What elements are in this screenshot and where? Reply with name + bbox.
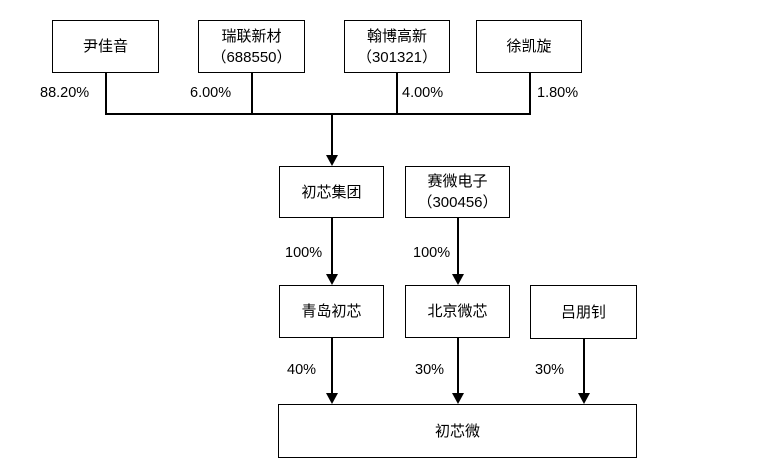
node-label: 初芯微 bbox=[434, 422, 480, 440]
node-label: 青岛初芯 bbox=[301, 303, 362, 320]
arrowhead-icon bbox=[577, 393, 590, 404]
node-ruilian-xincai: 瑞联新材 （688550） bbox=[198, 20, 305, 73]
node-label: 赛微电子 bbox=[427, 173, 488, 190]
connector-ruilian-xincai-stub bbox=[251, 73, 253, 113]
arrowhead-icon bbox=[451, 274, 464, 285]
node-hanbo-gaoxin: 翰博高新 （301321） bbox=[344, 20, 450, 73]
ownership-label-chuxin-group: 100% bbox=[285, 245, 323, 261]
node-stock-code: （688550） bbox=[211, 48, 292, 66]
arrowhead-icon bbox=[451, 393, 464, 404]
connector-bus-to-chuxin-group bbox=[331, 113, 333, 158]
node-label: 尹佳音 bbox=[82, 38, 128, 55]
ownership-label-saiwei-electronics: 100% bbox=[413, 245, 451, 261]
connector-xu-kai-xuan-stub bbox=[529, 73, 531, 113]
node-label: 翰博高新 bbox=[366, 27, 427, 45]
node-label: 瑞联新材 bbox=[221, 27, 282, 45]
ownership-label-ruilian-xincai: 6.00% bbox=[190, 85, 232, 101]
ownership-label-yin-jia-yin: 88.20% bbox=[40, 85, 90, 101]
node-yin-jia-yin: 尹佳音 bbox=[52, 20, 159, 73]
connector-hanbo-gaoxin-stub bbox=[396, 73, 398, 113]
ownership-label-qingdao-chuxin: 40% bbox=[287, 362, 317, 378]
node-label: 初芯集团 bbox=[301, 183, 362, 201]
connector-lvpengzhao-to-chuxinwei bbox=[583, 339, 585, 396]
connector-chuxin-group-to-qingdao bbox=[331, 218, 333, 276]
connector-bus-line bbox=[105, 113, 531, 115]
node-stock-code: （300456） bbox=[417, 194, 498, 211]
ownership-label-xu-kai-xuan: 1.80% bbox=[537, 85, 579, 101]
connector-qingdao-to-chuxinwei bbox=[331, 338, 333, 396]
connector-beijing-to-chuxinwei bbox=[457, 338, 459, 396]
node-saiwei-electronics: 赛微电子 （300456） bbox=[405, 166, 510, 218]
node-chuxin-group: 初芯集团 bbox=[279, 166, 384, 218]
ownership-label-beijing-weixin: 30% bbox=[415, 362, 445, 378]
arrowhead-icon bbox=[325, 155, 338, 166]
node-label: 吕朋钊 bbox=[560, 303, 606, 321]
node-label: 北京微芯 bbox=[427, 303, 488, 320]
node-qingdao-chuxin: 青岛初芯 bbox=[279, 285, 384, 338]
ownership-label-hanbo-gaoxin: 4.00% bbox=[402, 85, 444, 101]
node-lv-peng-zhao: 吕朋钊 bbox=[530, 285, 637, 339]
node-stock-code: （301321） bbox=[356, 48, 438, 66]
arrowhead-icon bbox=[325, 274, 338, 285]
connector-yin-jia-yin-stub bbox=[105, 73, 107, 113]
node-beijing-weixin: 北京微芯 bbox=[405, 285, 510, 338]
node-chuxinwei: 初芯微 bbox=[278, 404, 637, 458]
arrowhead-icon bbox=[325, 393, 338, 404]
node-label: 徐凯旋 bbox=[506, 38, 552, 55]
connector-saiwei-to-beijing bbox=[457, 218, 459, 276]
ownership-label-lv-peng-zhao: 30% bbox=[535, 362, 565, 378]
node-xu-kai-xuan: 徐凯旋 bbox=[476, 20, 582, 73]
